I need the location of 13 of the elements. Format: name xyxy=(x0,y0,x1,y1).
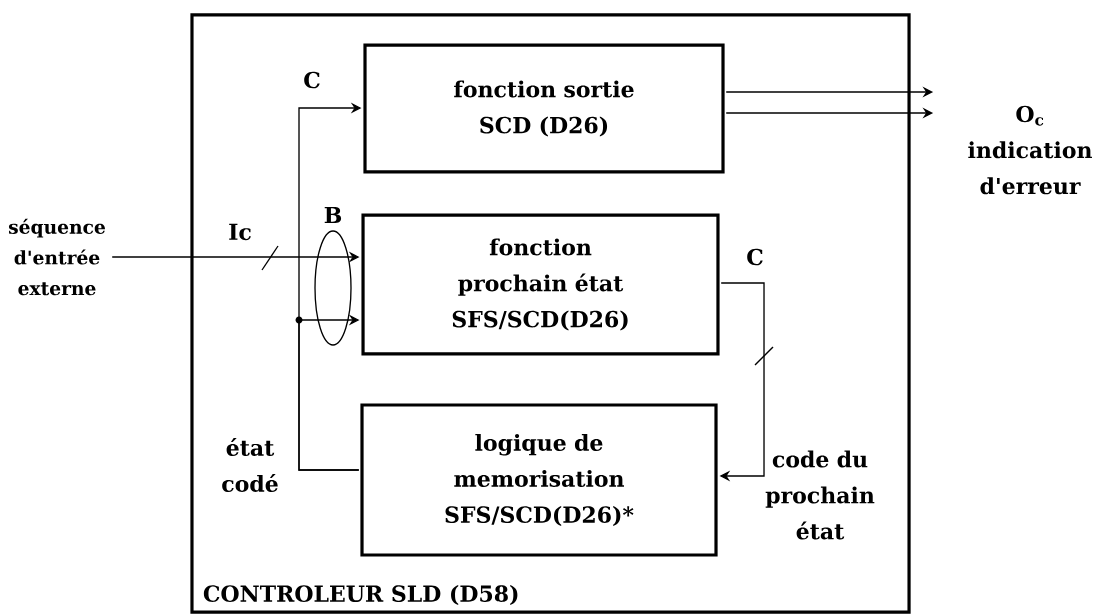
frame-title: CONTROLEUR SLD (D58) xyxy=(203,584,518,606)
signal-label: état codé xyxy=(222,438,278,492)
signal-label: code du prochain état xyxy=(765,450,875,540)
function-box: logique de memorisation SFS/SCD(D26)* xyxy=(360,403,718,557)
edge-label: C xyxy=(304,71,320,89)
function-box: fonction prochain état SFS/SCD(D26) xyxy=(361,213,720,356)
edge-label: C xyxy=(747,248,763,266)
connector xyxy=(298,314,360,471)
function-box: fonction sortie SCD (D26) xyxy=(363,43,725,174)
signal-text: O$_{c}$ indication d'erreur xyxy=(968,105,1092,195)
edge-label: Ic xyxy=(229,223,251,241)
signal-text: séquence d'entrée externe xyxy=(8,218,105,296)
signal-label: B xyxy=(324,207,342,223)
